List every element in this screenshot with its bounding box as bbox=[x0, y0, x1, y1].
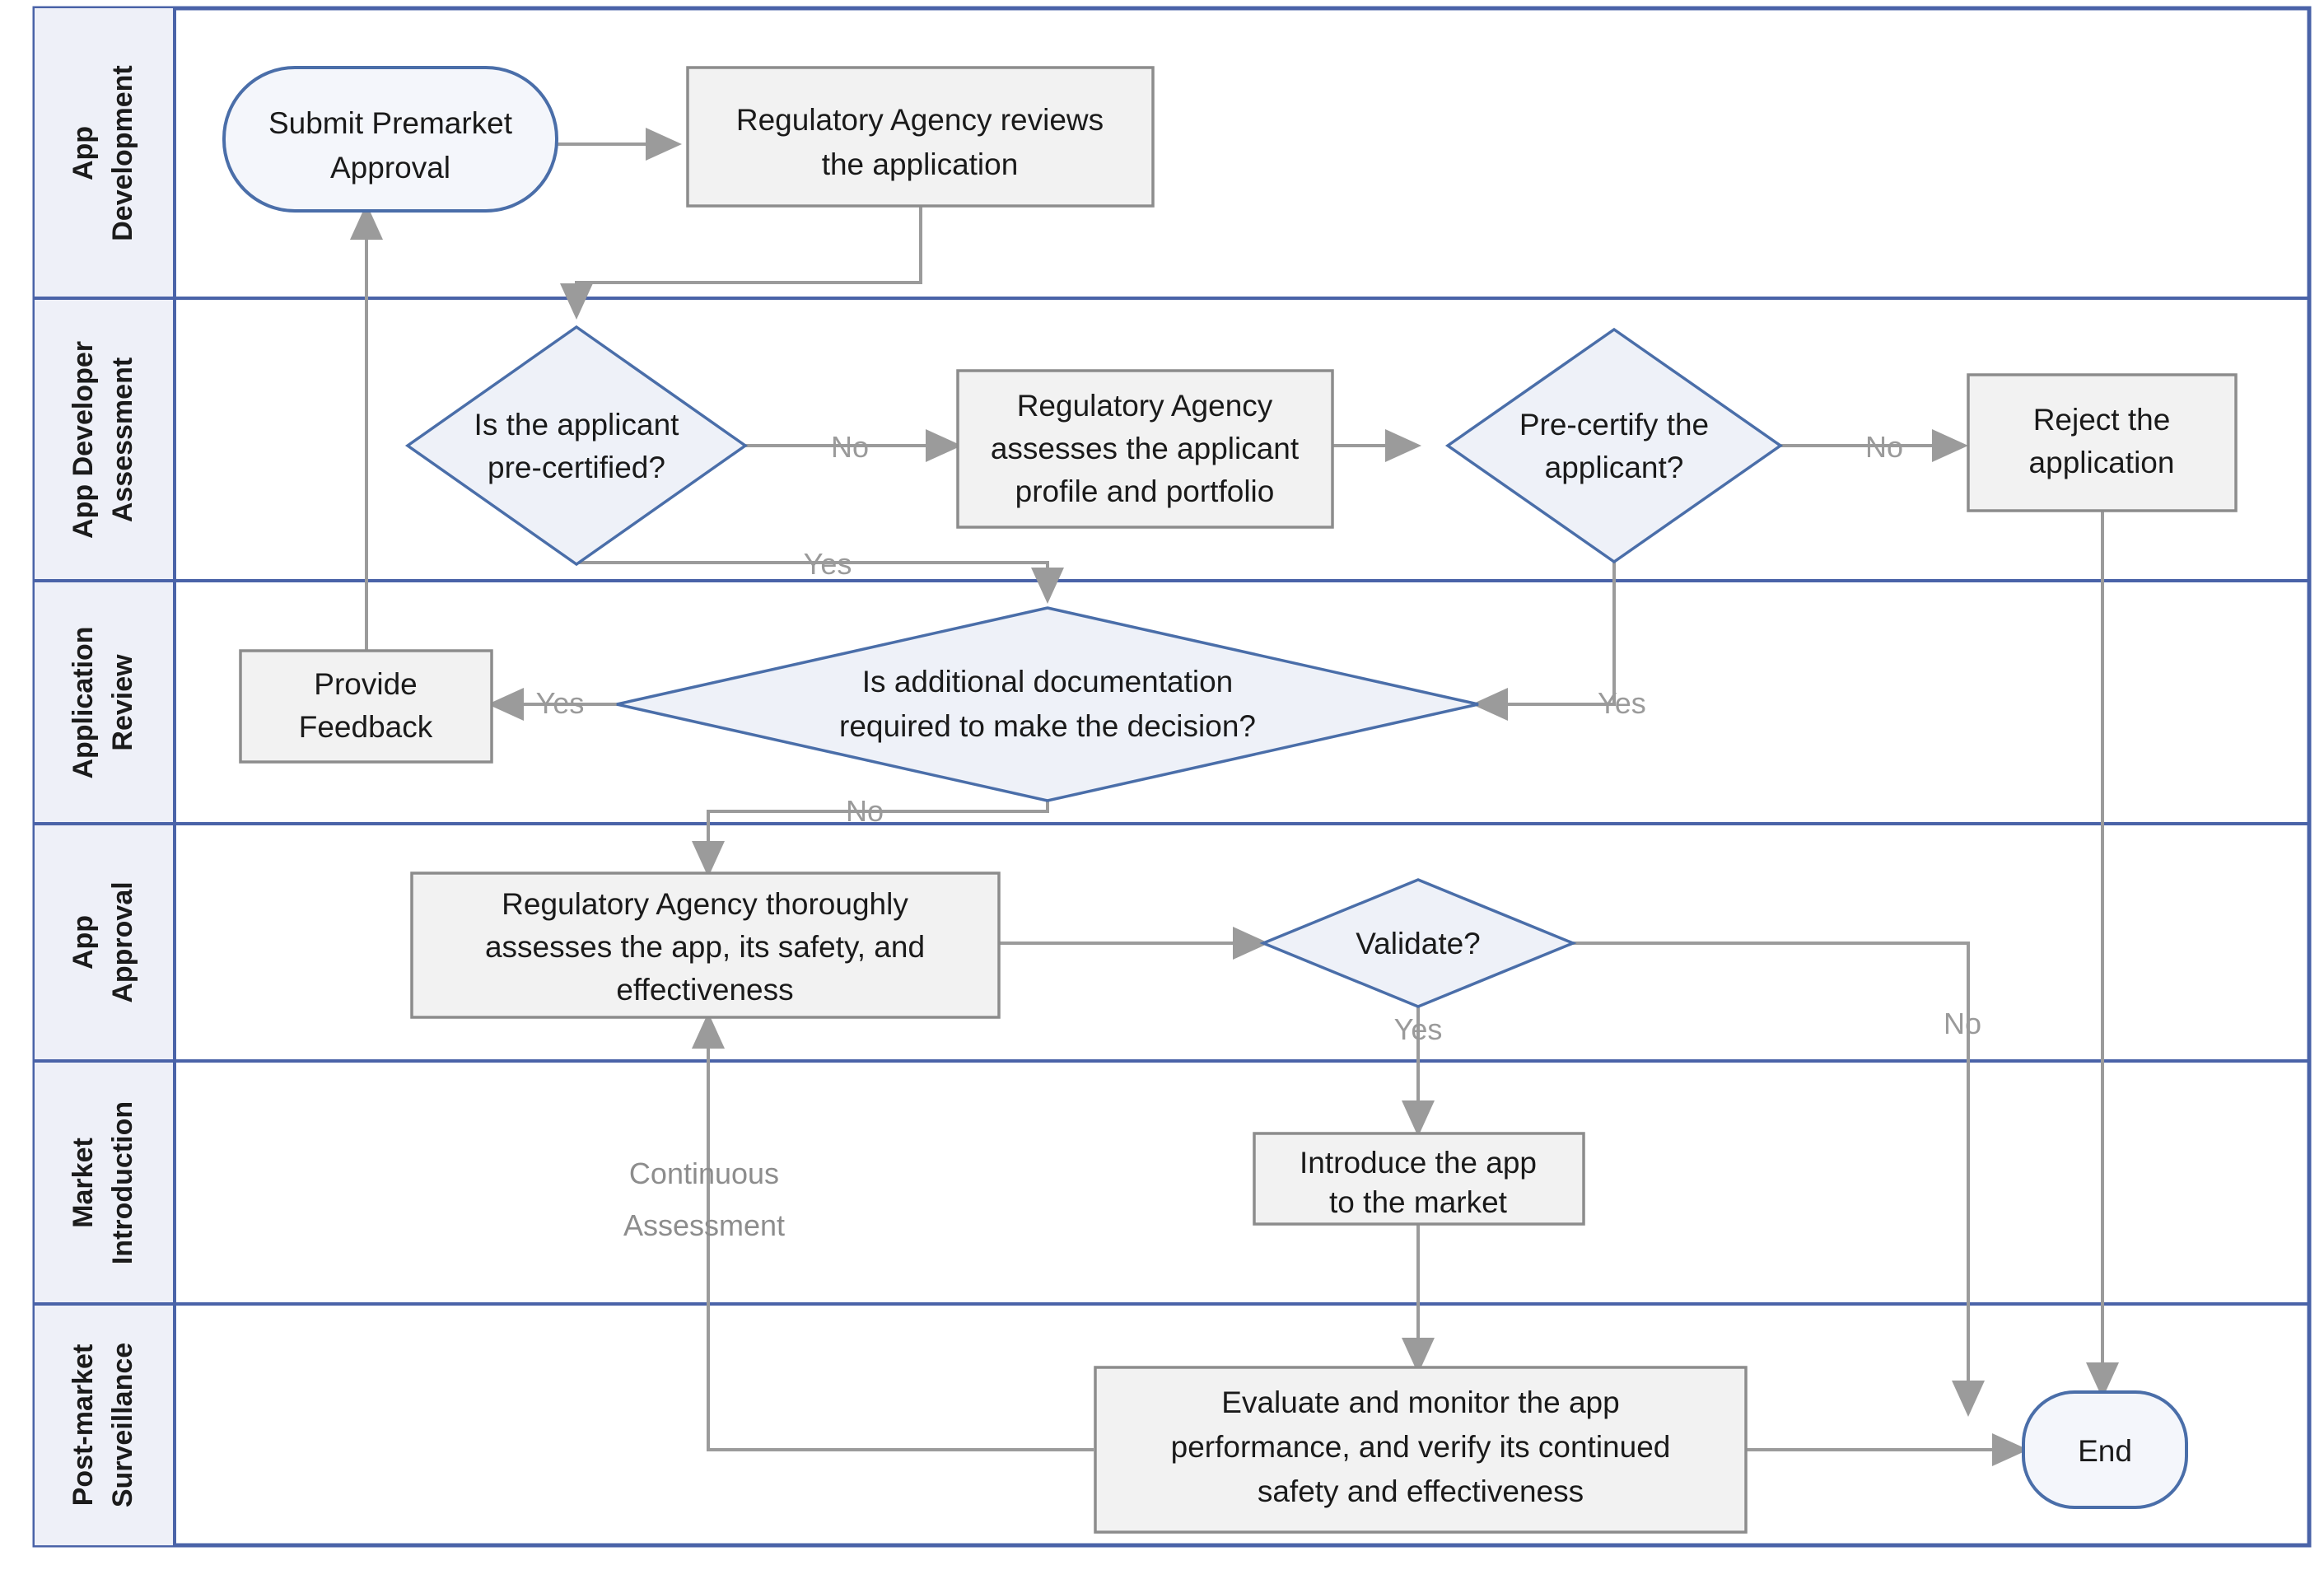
annotation-continuous-assessment: Continuous Assessment bbox=[623, 1156, 785, 1242]
node-label-line3: safety and effectiveness bbox=[1258, 1474, 1584, 1508]
lane-label-line2: Review bbox=[107, 654, 138, 751]
lane-label-line1: App bbox=[68, 915, 99, 970]
lane-label-line2: Assessment bbox=[107, 357, 138, 522]
node-label-line3: profile and portfolio bbox=[1015, 474, 1275, 508]
node-label-line1: Regulatory Agency bbox=[1017, 389, 1273, 423]
node-agency-thoroughly-assesses[interactable]: Regulatory Agency thoroughly assesses th… bbox=[410, 871, 1001, 1019]
node-submit-premarket-approval[interactable]: Submit Premarket Approval bbox=[222, 66, 558, 213]
node-label-line2: the application bbox=[822, 147, 1019, 181]
lane-label-application-review: Application Review bbox=[68, 626, 138, 778]
edge-label-precertify-yes: Yes bbox=[1598, 686, 1646, 720]
edge-label-docs-yes: Yes bbox=[536, 686, 585, 720]
node-label-line1: Pre-certify the bbox=[1519, 408, 1709, 442]
node-precertify-the-applicant[interactable]: Pre-certify the applicant? bbox=[1444, 327, 1784, 564]
node-label-line1: Regulatory Agency thoroughly bbox=[502, 887, 908, 921]
node-label-line1: Is the applicant bbox=[474, 408, 680, 442]
lane-label-line1: Post-market bbox=[68, 1344, 99, 1507]
lane-label-market-introduction: Market Introduction bbox=[68, 1101, 138, 1264]
lane-label-line2: Approval bbox=[107, 881, 138, 1002]
lane-label-app-development: App Development bbox=[68, 65, 138, 241]
node-label-line1: Validate? bbox=[1356, 927, 1481, 960]
node-label-line3: effectiveness bbox=[616, 973, 793, 1007]
node-label-line2: Feedback bbox=[299, 710, 433, 744]
edge-label-precert-yes: Yes bbox=[804, 547, 852, 581]
node-label-line2: performance, and verify its continued bbox=[1171, 1430, 1671, 1464]
lane-label-post-market-surveillance: Post-market Surveillance bbox=[68, 1343, 138, 1507]
node-end[interactable]: End bbox=[2022, 1390, 2188, 1509]
lane-label-app-approval: App Approval bbox=[68, 881, 138, 1002]
node-provide-feedback[interactable]: Provide Feedback bbox=[239, 649, 493, 764]
edge-label-validate-yes: Yes bbox=[1394, 1012, 1443, 1046]
node-agency-reviews-application[interactable]: Regulatory Agency reviews the applicatio… bbox=[686, 66, 1155, 208]
node-label-line1: Introduce the app bbox=[1300, 1146, 1537, 1180]
lane-label-line1: App bbox=[68, 126, 99, 180]
edge-validate-no bbox=[1573, 942, 1985, 1417]
lane-label-line1: Market bbox=[68, 1138, 99, 1228]
node-label-line2: Approval bbox=[330, 151, 450, 185]
node-is-additional-documentation[interactable]: Is additional documentation required to … bbox=[616, 606, 1479, 802]
node-label-line2: application bbox=[2029, 446, 2175, 479]
node-reject-the-application[interactable]: Reject the application bbox=[1967, 373, 2238, 512]
annotation-line2: Assessment bbox=[623, 1208, 785, 1242]
edge-continuous-assessment bbox=[692, 1012, 1094, 1451]
node-introduce-app-to-market[interactable]: Introduce the app to the market bbox=[1253, 1132, 1585, 1226]
lane-frame bbox=[32, 6, 2312, 1548]
node-label-line2: applicant? bbox=[1545, 451, 1684, 484]
lane-label-app-developer-assessment: App Developer Assessment bbox=[68, 341, 138, 539]
node-is-applicant-precertified[interactable]: Is the applicant pre-certified? bbox=[404, 325, 749, 567]
annotation-line1: Continuous bbox=[629, 1156, 779, 1190]
edge-review-to-precert-check bbox=[560, 206, 922, 320]
node-label-line2: to the market bbox=[1329, 1185, 1508, 1219]
node-label-line1: Evaluate and monitor the app bbox=[1221, 1385, 1619, 1419]
connectors bbox=[350, 128, 2119, 1466]
node-label-line1: Reject the bbox=[2033, 403, 2171, 437]
edge-precertify-yes bbox=[1472, 527, 1616, 721]
lane-label-line1: App Developer bbox=[68, 341, 99, 539]
node-agency-assesses-profile[interactable]: Regulatory Agency assesses the applicant… bbox=[956, 369, 1334, 529]
node-evaluate-and-monitor[interactable]: Evaluate and monitor the app performance… bbox=[1094, 1366, 1748, 1534]
edge-label-validate-no: No bbox=[1944, 1007, 1981, 1040]
node-label-line2: assesses the app, its safety, and bbox=[485, 930, 925, 964]
edge-label-precert-no: No bbox=[831, 430, 869, 464]
node-label: End bbox=[2078, 1434, 2132, 1468]
lane-label-line2: Development bbox=[107, 65, 138, 241]
lane-label-line2: Introduction bbox=[107, 1101, 138, 1264]
edge-label-docs-no: No bbox=[846, 794, 884, 828]
lane-label-line1: Application bbox=[68, 626, 99, 778]
node-label-line1: Provide bbox=[314, 667, 417, 701]
node-label-line1: Submit Premarket bbox=[268, 106, 513, 140]
node-label-line1: Is additional documentation bbox=[862, 665, 1233, 699]
edge-labels: No Yes No Yes Yes No Yes No bbox=[536, 430, 1981, 1046]
node-label-line2: assesses the applicant bbox=[991, 432, 1300, 465]
edge-label-precertify-no: No bbox=[1865, 430, 1903, 464]
node-label-line2: pre-certified? bbox=[488, 451, 665, 484]
lane-label-line2: Surveillance bbox=[107, 1343, 138, 1507]
node-validate[interactable]: Validate? bbox=[1259, 878, 1577, 1008]
node-label-line2: required to make the decision? bbox=[839, 709, 1256, 743]
node-label-line1: Regulatory Agency reviews bbox=[736, 103, 1104, 137]
